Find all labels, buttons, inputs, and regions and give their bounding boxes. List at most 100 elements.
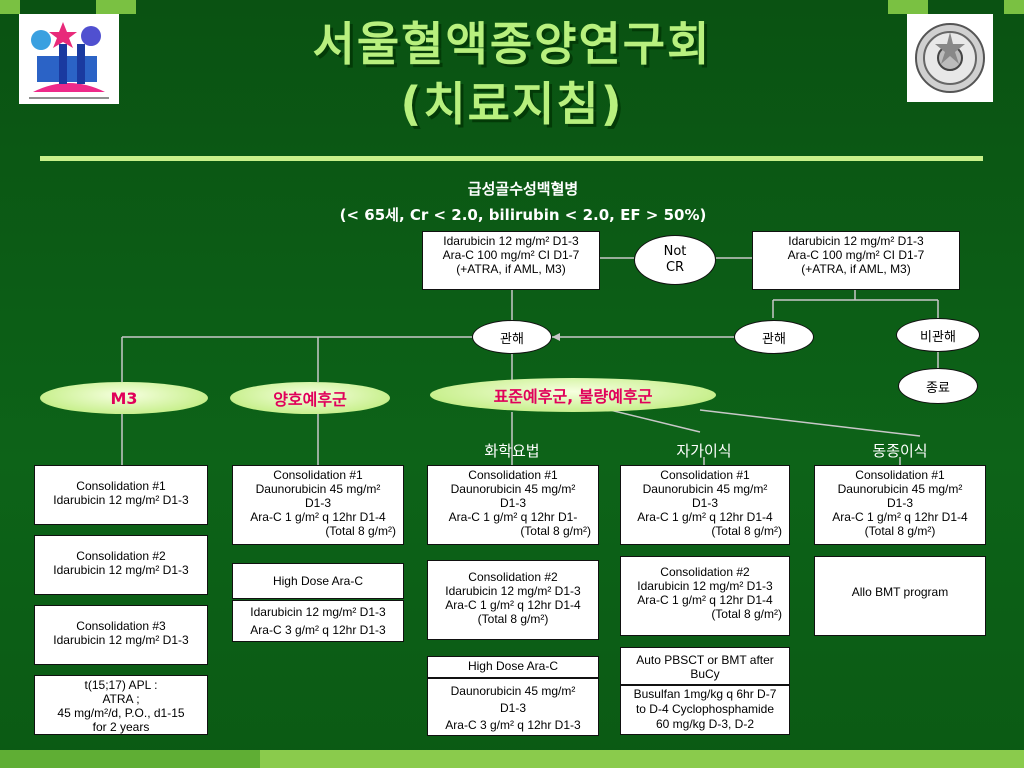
chemo-c2-line-1: Consolidation #2 bbox=[468, 570, 558, 584]
auto-bucy-line-2: to D-4 Cyclophosphamide bbox=[635, 702, 775, 716]
good-c1-line-3: D1-3 bbox=[304, 496, 331, 510]
not-cr-line1: Not bbox=[663, 244, 687, 259]
induction-line-3: (+ATRA, if AML, M3) bbox=[456, 262, 566, 276]
m3-maint-line-3: 45 mg/m²/d, P.O., d1-15 bbox=[57, 706, 185, 720]
good-c1-line-5: (Total 8 g/m²) bbox=[325, 524, 396, 538]
stripe-top-left bbox=[0, 0, 20, 14]
reinduction-line-1: Idarubicin 12 mg/m² D1-3 bbox=[788, 234, 924, 248]
label-chemotherapy: 화학요법 bbox=[484, 442, 540, 460]
m3-c3-line-1: Consolidation #3 bbox=[76, 619, 166, 633]
society-logo bbox=[19, 14, 119, 104]
m3-maint-line-4: for 2 years bbox=[92, 720, 150, 734]
remission-node-right: 관해 bbox=[734, 320, 814, 354]
auto-c1-line-1: Consolidation #1 bbox=[660, 468, 750, 482]
disease-title: 급성골수성백혈병 bbox=[467, 180, 579, 198]
auto-c1-line-3: D1-3 bbox=[691, 496, 718, 510]
chemo-c2-line-2: Idarubicin 12 mg/m² D1-3 bbox=[445, 584, 581, 598]
auto-c2-line-4: (Total 8 g/m²) bbox=[711, 607, 782, 621]
m3-c2-line-1: Consolidation #2 bbox=[76, 549, 166, 563]
chemo-high-dose-cytarabine: High Dose Ara-C bbox=[427, 656, 599, 678]
page-title-line2: (치료지침) bbox=[400, 77, 624, 131]
m3-consolidation-2: Consolidation #2 Idarubicin 12 mg/m² D1-… bbox=[34, 535, 208, 595]
chemo-c1-line-1: Consolidation #1 bbox=[468, 468, 558, 482]
end-node: 종료 bbox=[898, 368, 978, 404]
auto-c2-line-1: Consolidation #2 bbox=[660, 565, 750, 579]
reinduction-regimen-box: Idarubicin 12 mg/m² D1-3 Ara-C 100 mg/m²… bbox=[752, 231, 960, 290]
good-c1-line-1: Consolidation #1 bbox=[273, 468, 363, 482]
society-logo-icon bbox=[29, 22, 109, 99]
auto-pbsct-line-1: Auto PBSCT or BMT after bbox=[636, 653, 774, 667]
not-cr-line2: CR bbox=[665, 260, 685, 275]
auto-bucy-line-1: Busulfan 1mg/kg q 6hr D-7 bbox=[633, 687, 777, 701]
university-seal bbox=[907, 14, 993, 102]
auto-c1-line-2: Daunorubicin 45 mg/m² bbox=[642, 482, 768, 496]
auto-consolidation-2: Consolidation #2 Idarubicin 12 mg/m² D1-… bbox=[620, 556, 790, 636]
auto-c2-line-3: Ara-C 1 g/m² q 12hr D1-4 bbox=[637, 593, 773, 607]
reinduction-line-2: Ara-C 100 mg/m² CI D1-7 bbox=[787, 248, 925, 262]
m3-maintenance: t(15;17) APL : ATRA ; 45 mg/m²/d, P.O., … bbox=[34, 675, 208, 735]
allo-c1-line-3: D1-3 bbox=[886, 496, 913, 510]
allo-c1-line-2: Daunorubicin 45 mg/m² bbox=[837, 482, 963, 496]
page-title-line1: 서울혈액종양연구회 bbox=[312, 17, 712, 71]
eligibility-criteria: (< 65세, Cr < 2.0, bilirubin < 2.0, EF > … bbox=[339, 206, 707, 224]
university-seal-icon bbox=[915, 23, 985, 93]
group-m3: M3 bbox=[40, 382, 208, 414]
allo-c1-line-5: (Total 8 g/m²) bbox=[864, 524, 936, 538]
chemo-c2-line-4: (Total 8 g/m²) bbox=[477, 612, 549, 626]
stripe-top-left-2 bbox=[96, 0, 136, 14]
chemo-c1-line-5: (Total 8 g/m²) bbox=[520, 524, 591, 538]
good-hd-line-1: High Dose Ara-C bbox=[272, 574, 364, 588]
auto-c1-line-4: Ara-C 1 g/m² q 12hr D1-4 bbox=[637, 510, 773, 524]
label-autologous-transplant: 자가이식 bbox=[676, 442, 732, 460]
reinduction-line-3: (+ATRA, if AML, M3) bbox=[801, 262, 911, 276]
auto-bucy-regimen: Busulfan 1mg/kg q 6hr D-7 to D-4 Cycloph… bbox=[620, 685, 790, 735]
remission-node-left: 관해 bbox=[472, 320, 552, 354]
good-consolidation-1: Consolidation #1 Daunorubicin 45 mg/m² D… bbox=[232, 465, 404, 545]
auto-c1-line-5: (Total 8 g/m²) bbox=[711, 524, 782, 538]
good-hd-detail-line-2: Ara-C 3 g/m² q 12hr D1-3 bbox=[250, 623, 386, 637]
auto-c2-line-2: Idarubicin 12 mg/m² D1-3 bbox=[637, 579, 773, 593]
chemo-consolidation-1: Consolidation #1 Daunorubicin 45 mg/m² D… bbox=[427, 465, 599, 545]
allo-c1-line-1: Consolidation #1 bbox=[855, 468, 945, 482]
stripe-top-right-2 bbox=[1004, 0, 1024, 14]
chemo-c1-line-3: D1-3 bbox=[499, 496, 526, 510]
m3-c3-line-2: Idarubicin 12 mg/m² D1-3 bbox=[53, 633, 189, 647]
chemo-hd-detail-line-2: D1-3 bbox=[499, 701, 526, 715]
non-remission-node: 비관해 bbox=[896, 318, 980, 352]
induction-line-2: Ara-C 100 mg/m² CI D1-7 bbox=[442, 248, 580, 262]
good-c1-line-2: Daunorubicin 45 mg/m² bbox=[255, 482, 381, 496]
label-allogeneic-transplant: 동종이식 bbox=[872, 442, 928, 460]
allo-bmt-program: Allo BMT program bbox=[814, 556, 986, 636]
induction-line-1: Idarubicin 12 mg/m² D1-3 bbox=[443, 234, 579, 248]
m3-c2-line-2: Idarubicin 12 mg/m² D1-3 bbox=[53, 563, 189, 577]
auto-pbsct-box: Auto PBSCT or BMT after BuCy bbox=[620, 647, 790, 685]
good-hd-detail-line-1: Idarubicin 12 mg/m² D1-3 bbox=[250, 605, 386, 619]
allo-c1-line-4: Ara-C 1 g/m² q 12hr D1-4 bbox=[832, 510, 968, 524]
good-c1-line-4: Ara-C 1 g/m² q 12hr D1-4 bbox=[250, 510, 386, 524]
m3-c1-line-2: Idarubicin 12 mg/m² D1-3 bbox=[53, 493, 189, 507]
group-good-prognosis: 양호예후군 bbox=[230, 382, 390, 414]
chemo-hd-line-1: High Dose Ara-C bbox=[467, 659, 559, 673]
m3-consolidation-3: Consolidation #3 Idarubicin 12 mg/m² D1-… bbox=[34, 605, 208, 665]
stripe-bottom-dark bbox=[0, 750, 260, 768]
m3-maint-line-1: t(15;17) APL : bbox=[84, 678, 158, 692]
m3-maint-line-2: ATRA ; bbox=[102, 692, 140, 706]
auto-bucy-line-3: 60 mg/kg D-3, D-2 bbox=[655, 717, 755, 731]
auto-consolidation-1: Consolidation #1 Daunorubicin 45 mg/m² D… bbox=[620, 465, 790, 545]
chemo-hd-detail-line-1: Daunorubicin 45 mg/m² bbox=[450, 684, 576, 698]
stripe-top-right bbox=[888, 0, 928, 14]
m3-consolidation-1: Consolidation #1 Idarubicin 12 mg/m² D1-… bbox=[34, 465, 208, 525]
not-cr-node: Not CR bbox=[634, 235, 716, 285]
chemo-c2-line-3: Ara-C 1 g/m² q 12hr D1-4 bbox=[445, 598, 581, 612]
title-divider bbox=[40, 156, 983, 161]
allo-consolidation-1: Consolidation #1 Daunorubicin 45 mg/m² D… bbox=[814, 465, 986, 545]
chemo-high-dose-detail: Daunorubicin 45 mg/m² D1-3 Ara-C 3 g/m² … bbox=[427, 678, 599, 736]
chemo-hd-detail-line-3: Ara-C 3 g/m² q 12hr D1-3 bbox=[445, 718, 581, 732]
auto-pbsct-line-2: BuCy bbox=[690, 667, 720, 681]
chemo-consolidation-2: Consolidation #2 Idarubicin 12 mg/m² D1-… bbox=[427, 560, 599, 640]
group-standard-poor-prognosis: 표준예후군, 불량예후군 bbox=[430, 378, 716, 412]
allo-program-line-1: Allo BMT program bbox=[851, 585, 949, 599]
m3-c1-line-1: Consolidation #1 bbox=[76, 479, 166, 493]
good-high-dose-detail: Idarubicin 12 mg/m² D1-3 Ara-C 3 g/m² q … bbox=[232, 600, 404, 642]
